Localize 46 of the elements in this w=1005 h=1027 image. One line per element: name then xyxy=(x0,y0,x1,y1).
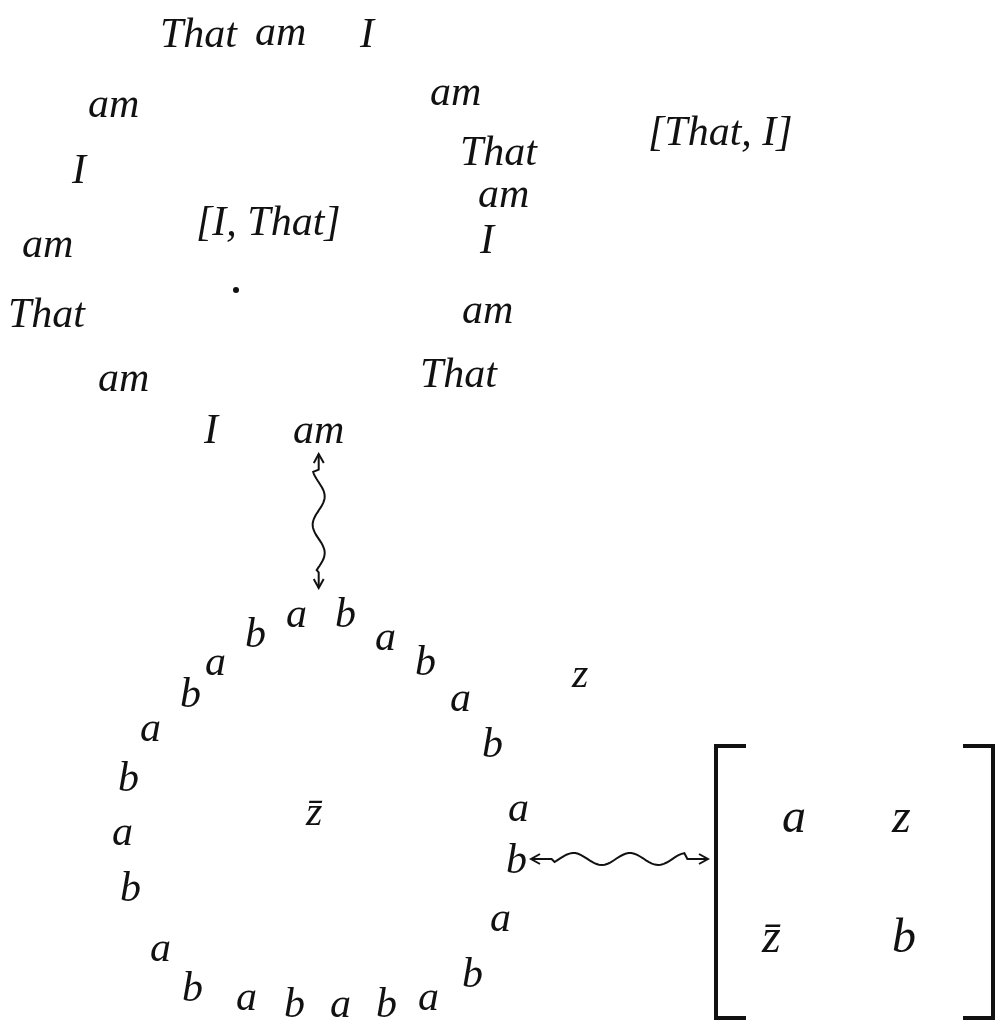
handwritten-word: am xyxy=(255,10,307,52)
handwritten-word: am xyxy=(430,70,482,112)
handwritten-word: b xyxy=(335,592,356,634)
handwritten-word: a xyxy=(112,810,133,852)
handwritten-word: [That, I] xyxy=(648,110,793,152)
handwritten-word: b xyxy=(506,838,527,880)
wavy-double-arrow xyxy=(530,852,709,866)
handwritten-word: z̄ xyxy=(306,790,323,832)
handwritten-word: b xyxy=(120,866,141,908)
handwritten-word: am xyxy=(98,356,150,398)
handwritten-word: b xyxy=(245,612,266,654)
handwritten-word: am xyxy=(462,288,514,330)
handwritten-word: a xyxy=(330,982,351,1024)
handwritten-word: a xyxy=(375,615,396,657)
handwritten-word: b xyxy=(462,952,483,994)
handwritten-word: I xyxy=(72,148,86,190)
handwritten-word: b xyxy=(284,982,305,1024)
handwritten-word: a xyxy=(508,786,529,828)
handwritten-word: a xyxy=(140,706,161,748)
handwritten-word: That xyxy=(420,352,498,394)
handwritten-word: I xyxy=(204,408,218,450)
handwritten-word: a xyxy=(418,975,439,1017)
handwritten-word: b xyxy=(376,982,397,1024)
handwritten-word: That xyxy=(8,292,86,334)
handwritten-word: am xyxy=(88,82,140,124)
handwritten-word: That xyxy=(160,12,238,54)
handwritten-word: a xyxy=(286,592,307,634)
handwritten-word: That xyxy=(460,130,538,172)
handwritten-word: a xyxy=(236,975,257,1017)
handwritten-word: b xyxy=(118,756,139,798)
handwritten-word: b xyxy=(482,722,503,764)
handwritten-word: I xyxy=(480,218,494,260)
handwritten-word: I xyxy=(360,12,374,54)
handwritten-word: a xyxy=(450,676,471,718)
wavy-double-arrow xyxy=(311,453,326,589)
handwritten-word: am xyxy=(293,408,345,450)
handwritten-word: a xyxy=(150,926,171,968)
handwritten-word: b xyxy=(180,672,201,714)
handwritten-word: am xyxy=(22,222,74,264)
handwritten-word: b xyxy=(415,640,436,682)
handwritten-word: a xyxy=(205,640,226,682)
handwritten-word: a xyxy=(490,896,511,938)
handwritten-word: b xyxy=(182,966,203,1008)
handwritten-word: am xyxy=(478,172,530,214)
handwritten-word: [I, That] xyxy=(196,200,341,242)
handwritten-word: z xyxy=(572,652,589,694)
